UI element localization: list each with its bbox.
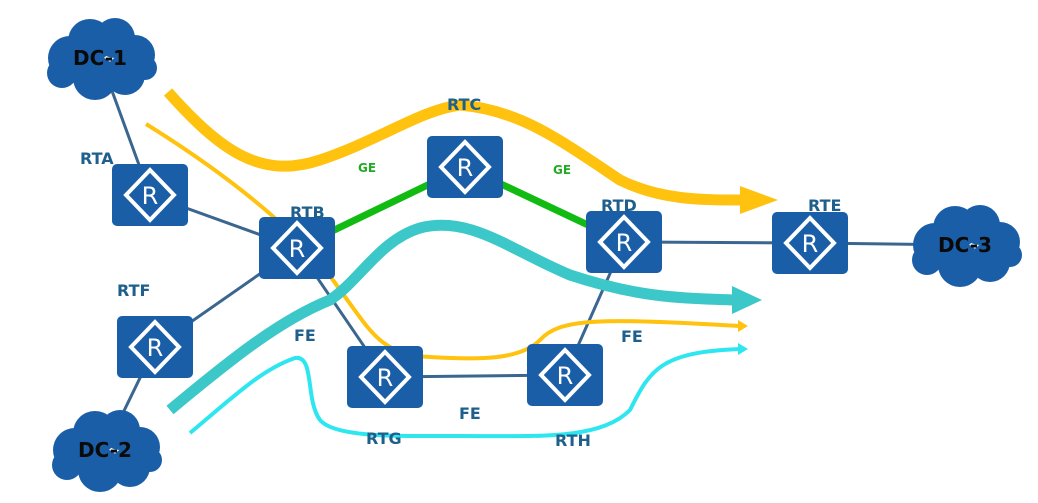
link-label-ge: GE: [553, 163, 571, 177]
router-icon: [772, 212, 848, 274]
flow-teal-thick: [166, 219, 736, 415]
router-label: RTC: [447, 95, 481, 114]
router-rta[interactable]: RTA: [80, 149, 188, 226]
router-label: RTH: [555, 431, 591, 450]
arrow-cyan-thin: [738, 343, 748, 355]
flow-yellow-thin: [144, 122, 741, 361]
link-label-fe: FE: [459, 404, 481, 423]
flow-yellow-thick: [163, 88, 746, 206]
cloud-dc-2: DC-2: [52, 410, 162, 492]
router-icon: [527, 344, 603, 406]
arrow-teal-thick: [732, 286, 762, 314]
router-icon: [427, 136, 503, 198]
flow-cyan-thin: [188, 347, 741, 439]
router-icon: [112, 164, 188, 226]
router-rte[interactable]: RTE: [772, 196, 848, 274]
router-label: RTF: [117, 281, 150, 300]
router-label: RTD: [601, 196, 637, 215]
cloud-dc-3: DC-3: [912, 205, 1022, 287]
link-label-fe: FE: [621, 327, 643, 346]
link-label-ge: GE: [358, 161, 376, 175]
router-rtd[interactable]: RTD: [586, 196, 662, 273]
router-rth[interactable]: RTH: [527, 344, 603, 450]
router-label: RTB: [290, 203, 325, 222]
router-rtb[interactable]: RTB: [259, 203, 335, 279]
router-label: RTA: [80, 149, 114, 168]
cloud-label: DC-3: [938, 233, 992, 257]
cloud-label: DC-2: [78, 438, 132, 462]
router-rtf[interactable]: RTF: [117, 281, 193, 378]
router-icon: [117, 316, 193, 378]
arrow-yellow-thick: [740, 186, 778, 214]
router-label: RTG: [366, 429, 402, 448]
router-label: RTE: [808, 196, 841, 215]
router-icon: [259, 217, 335, 279]
link-label-fe: FE: [294, 326, 316, 345]
router-rtc[interactable]: RTC: [427, 95, 503, 198]
router-icon: [347, 346, 423, 408]
router-rtg[interactable]: RTG: [347, 346, 423, 448]
cloud-label: DC-1: [73, 46, 127, 70]
router-icon: [586, 211, 662, 273]
cloud-dc-1: DC-1: [47, 18, 157, 100]
arrow-yellow-thin: [738, 320, 748, 332]
